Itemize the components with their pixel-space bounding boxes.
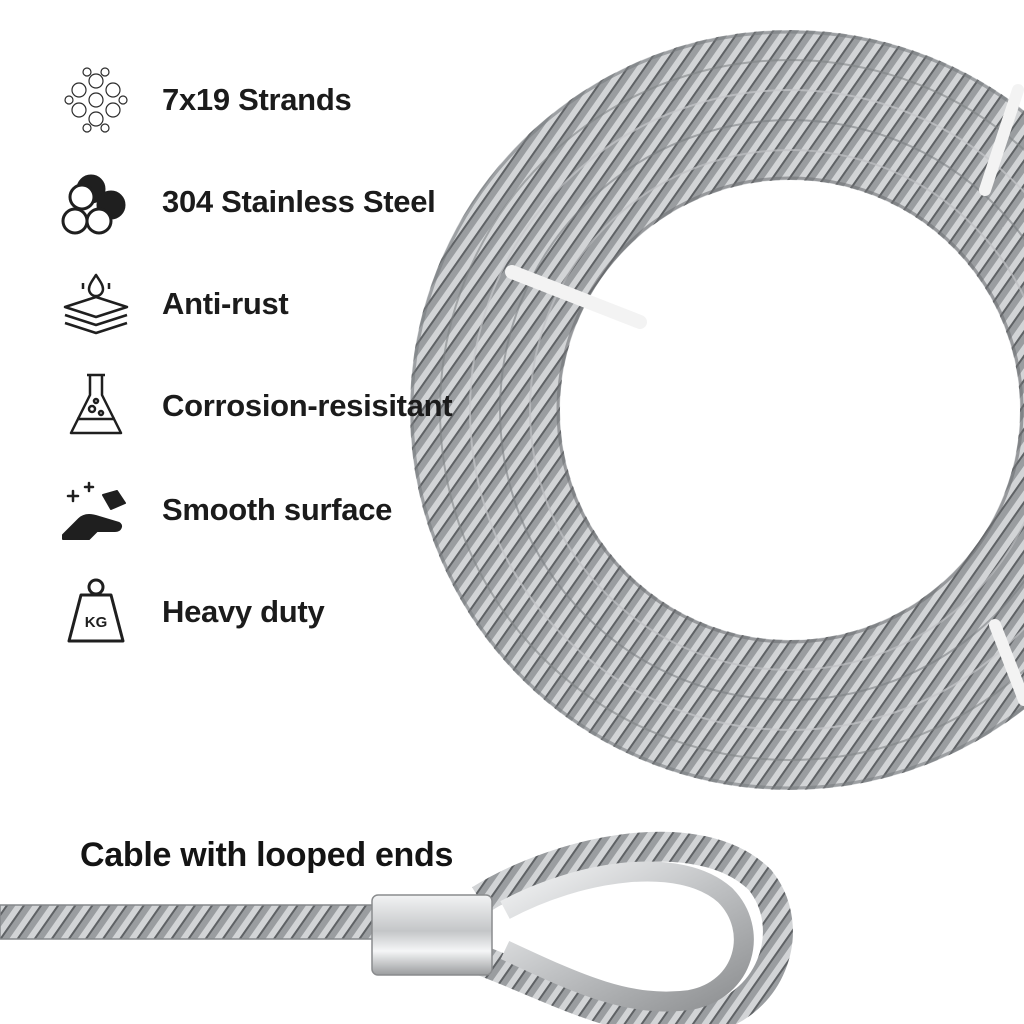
feature-label: 304 Stainless Steel (162, 184, 436, 219)
feature-item-heavy-duty: KG Heavy duty (58, 572, 325, 652)
polish-hand-icon (58, 472, 134, 548)
feature-label: 7x19 Strands (162, 82, 352, 117)
feature-item-stainless-steel: 304 Stainless Steel (58, 162, 436, 242)
feature-item-smooth-surface: Smooth surface (58, 470, 392, 550)
strands-icon (58, 62, 134, 138)
steel-pipes-icon (58, 164, 134, 240)
feature-item-corrosion-resistant: Corrosion-resisitant (58, 366, 453, 446)
kg-text: KG (85, 614, 108, 631)
feature-label: Heavy duty (162, 594, 325, 629)
feature-label: Smooth surface (162, 492, 393, 527)
flask-icon (58, 368, 134, 444)
feature-label: Anti-rust (162, 286, 289, 321)
anti-rust-layers-icon (58, 266, 134, 342)
looped-ends-caption: Cable with looped ends (80, 836, 454, 874)
feature-label: Corrosion-resisitant (162, 388, 453, 423)
cable-coil (410, 30, 1024, 790)
kg-weight-icon: KG (58, 574, 134, 650)
feature-item-anti-rust: Anti-rust (58, 264, 289, 344)
cable-looped-end (0, 831, 793, 1024)
feature-item-strands: 7x19 Strands (58, 60, 352, 140)
